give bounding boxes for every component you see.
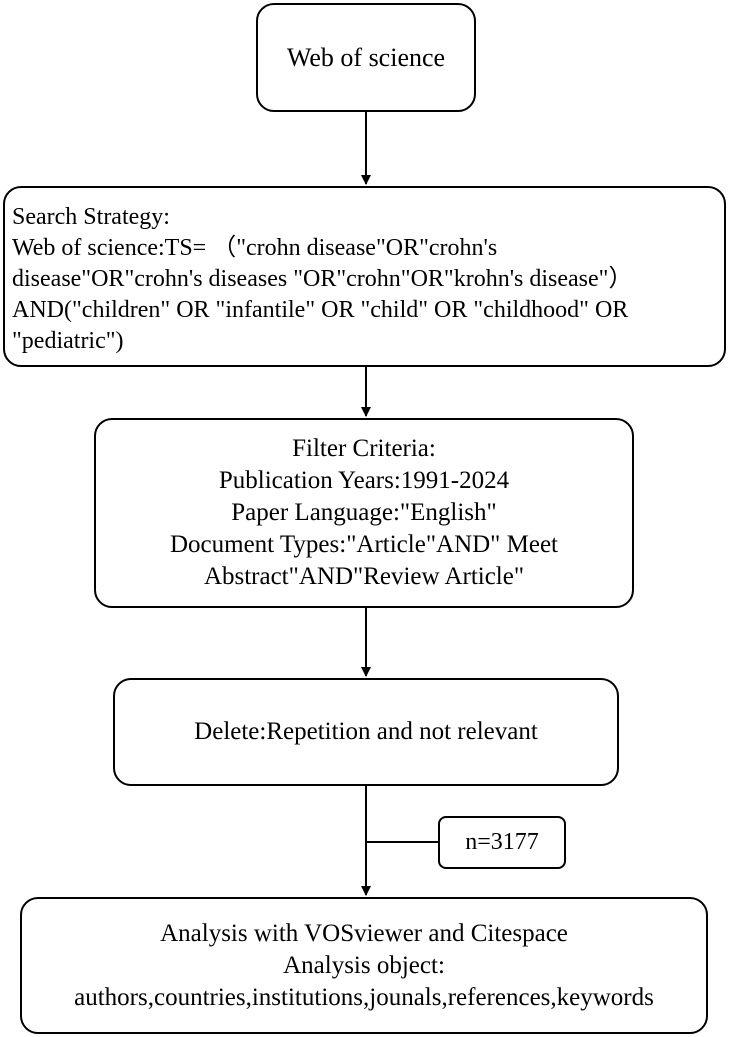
search-strategy-line-3: AND("children" OR "infantile" OR "child"… (12, 297, 629, 323)
analysis-box: Analysis with VOSviewer and Citespace An… (20, 897, 708, 1034)
filter-criteria-heading: Filter Criteria: (292, 435, 436, 462)
filter-criteria-language: Paper Language:"English" (231, 499, 497, 526)
filter-criteria-doctypes-cont: Abstract"AND"Review Article" (203, 563, 525, 590)
search-strategy-line-2: disease"OR"crohn's diseases "OR"crohn"OR… (12, 266, 633, 292)
source-box: Web of science (256, 3, 476, 112)
analysis-object-list: authors,countries,institutions,jounals,r… (74, 983, 654, 1011)
search-strategy-line-1: Web of science:TS= （"crohn disease"OR"cr… (12, 235, 498, 261)
source-label: Web of science (286, 42, 446, 72)
delete-step-label: Delete:Repetition and not relevant (194, 718, 538, 745)
record-count-label: n=3177 (465, 829, 539, 855)
search-strategy-box: Search Strategy: Web of science:TS= （"cr… (3, 186, 726, 367)
filter-criteria-years: Publication Years:1991-2024 (218, 467, 510, 494)
analysis-object-label: Analysis object: (283, 951, 445, 979)
filter-criteria-box: Filter Criteria: Publication Years:1991-… (94, 418, 634, 608)
search-strategy-line-4: "pediatric") (12, 328, 124, 354)
record-count-box: n=3177 (438, 816, 566, 869)
delete-step-box: Delete:Repetition and not relevant (113, 678, 619, 786)
search-strategy-heading: Search Strategy: (12, 204, 170, 230)
analysis-heading: Analysis with VOSviewer and Citespace (160, 919, 568, 947)
filter-criteria-doctypes: Document Types:"Article"AND" Meet (169, 531, 559, 558)
